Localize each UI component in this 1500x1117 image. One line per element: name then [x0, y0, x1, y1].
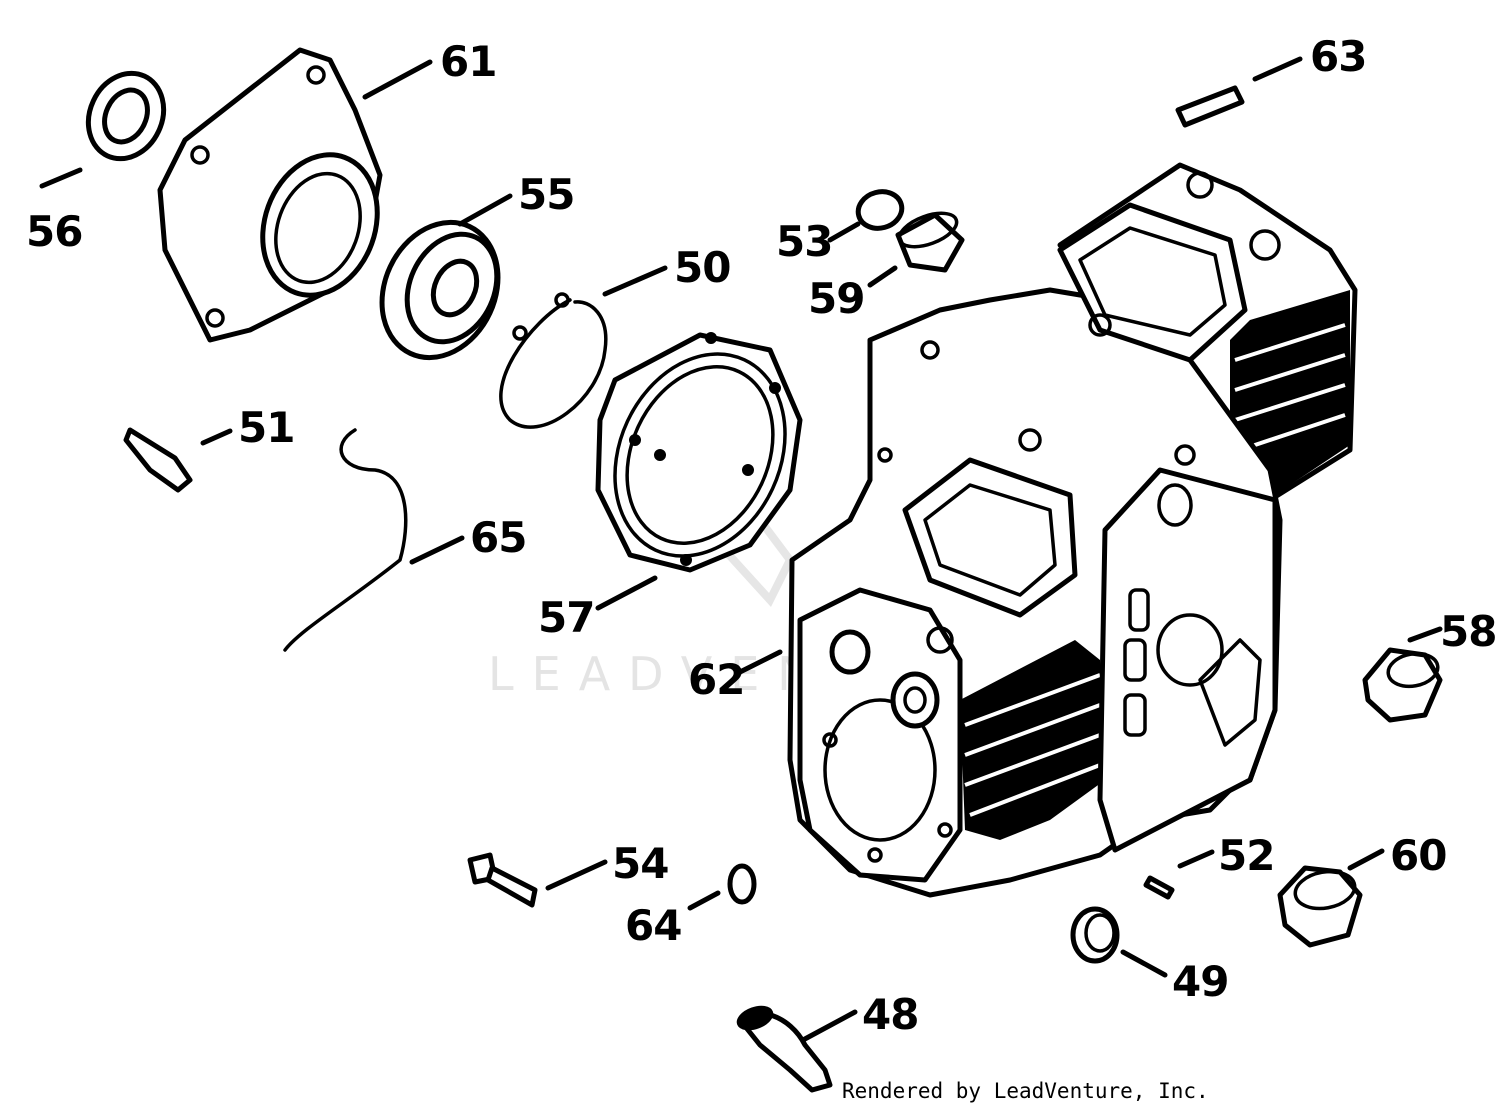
leader-62	[737, 649, 783, 675]
part-57-gasket[interactable]	[583, 326, 817, 584]
callout-57: 57	[538, 593, 594, 642]
leader-52	[1177, 849, 1215, 869]
leader-53	[827, 221, 861, 243]
part-62-crankcase[interactable]	[787, 162, 1358, 898]
callout-65: 65	[470, 513, 526, 562]
leader-51	[200, 428, 233, 446]
leader-60	[1347, 848, 1385, 871]
callout-58: 58	[1440, 607, 1496, 656]
part-49-thrust-washer[interactable]	[1070, 906, 1120, 964]
part-50-retaining-ring[interactable]	[499, 292, 608, 429]
part-54-bolt[interactable]	[467, 852, 538, 908]
part-56-oil-seal[interactable]	[75, 61, 177, 171]
leader-65	[409, 535, 465, 565]
leader-56	[39, 167, 83, 189]
part-53-plug[interactable]	[854, 187, 906, 233]
leader-55	[457, 193, 513, 227]
callout-54: 54	[612, 839, 668, 888]
callout-55: 55	[518, 170, 574, 219]
credit-text: Rendered by LeadVenture, Inc.	[842, 1079, 1209, 1103]
leader-59	[867, 265, 898, 288]
leader-50	[602, 265, 668, 297]
part-63-pin[interactable]	[1175, 85, 1245, 128]
part-64-washer[interactable]	[727, 863, 757, 905]
callout-52: 52	[1218, 831, 1274, 880]
callout-51: 51	[238, 403, 294, 452]
part-59-cap[interactable]	[895, 207, 965, 273]
callout-50: 50	[674, 243, 730, 292]
part-61-bearing-plate[interactable]	[157, 47, 396, 343]
part-51-fitting[interactable]	[123, 427, 193, 493]
part-52-dowel-pin[interactable]	[1143, 875, 1175, 900]
callout-62: 62	[688, 655, 744, 704]
leader-64	[687, 890, 721, 911]
callout-63: 63	[1310, 32, 1366, 81]
callout-64: 64	[625, 901, 681, 950]
leader-48	[800, 1009, 858, 1043]
part-58-bushing[interactable]	[1362, 647, 1443, 723]
part-60-bushing[interactable]	[1277, 865, 1363, 948]
leader-57	[595, 575, 658, 611]
callout-48: 48	[862, 990, 918, 1039]
callout-49: 49	[1172, 957, 1228, 1006]
leader-63	[1252, 56, 1303, 82]
callout-61: 61	[440, 37, 496, 86]
leader-54	[545, 859, 608, 891]
callout-59: 59	[808, 274, 864, 323]
leader-61	[362, 59, 433, 100]
callout-56: 56	[26, 207, 82, 256]
callout-53: 53	[776, 217, 832, 266]
leader-49	[1120, 949, 1168, 978]
part-55-ball-bearing[interactable]	[361, 203, 520, 376]
part-65-wire-tube[interactable]	[283, 428, 408, 652]
leader-58	[1407, 626, 1443, 643]
callout-60: 60	[1390, 831, 1446, 880]
callout-labels: 61 56 55 50 51 65 57 62 53 59 63 58 52 6…	[26, 32, 1497, 1039]
part-48-elbow-fitting[interactable]	[735, 1002, 833, 1093]
leader-lines	[39, 56, 1443, 1043]
